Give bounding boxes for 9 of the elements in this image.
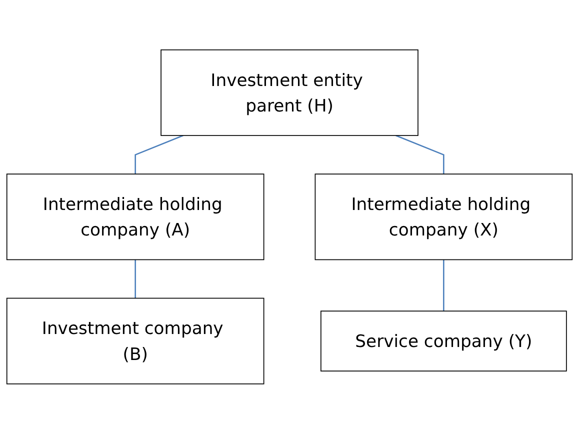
connector: [134, 259, 136, 298]
node-box: Intermediate holding company (A): [6, 173, 264, 260]
node-box: Intermediate holding company (X): [314, 173, 573, 260]
connector: [134, 134, 184, 174]
connector: [443, 259, 444, 311]
node-box: Investment company (B): [6, 297, 264, 384]
node-box: Investment entity parent (H): [160, 49, 418, 136]
node-box: Service company (Y): [320, 310, 567, 372]
connector: [396, 134, 444, 174]
